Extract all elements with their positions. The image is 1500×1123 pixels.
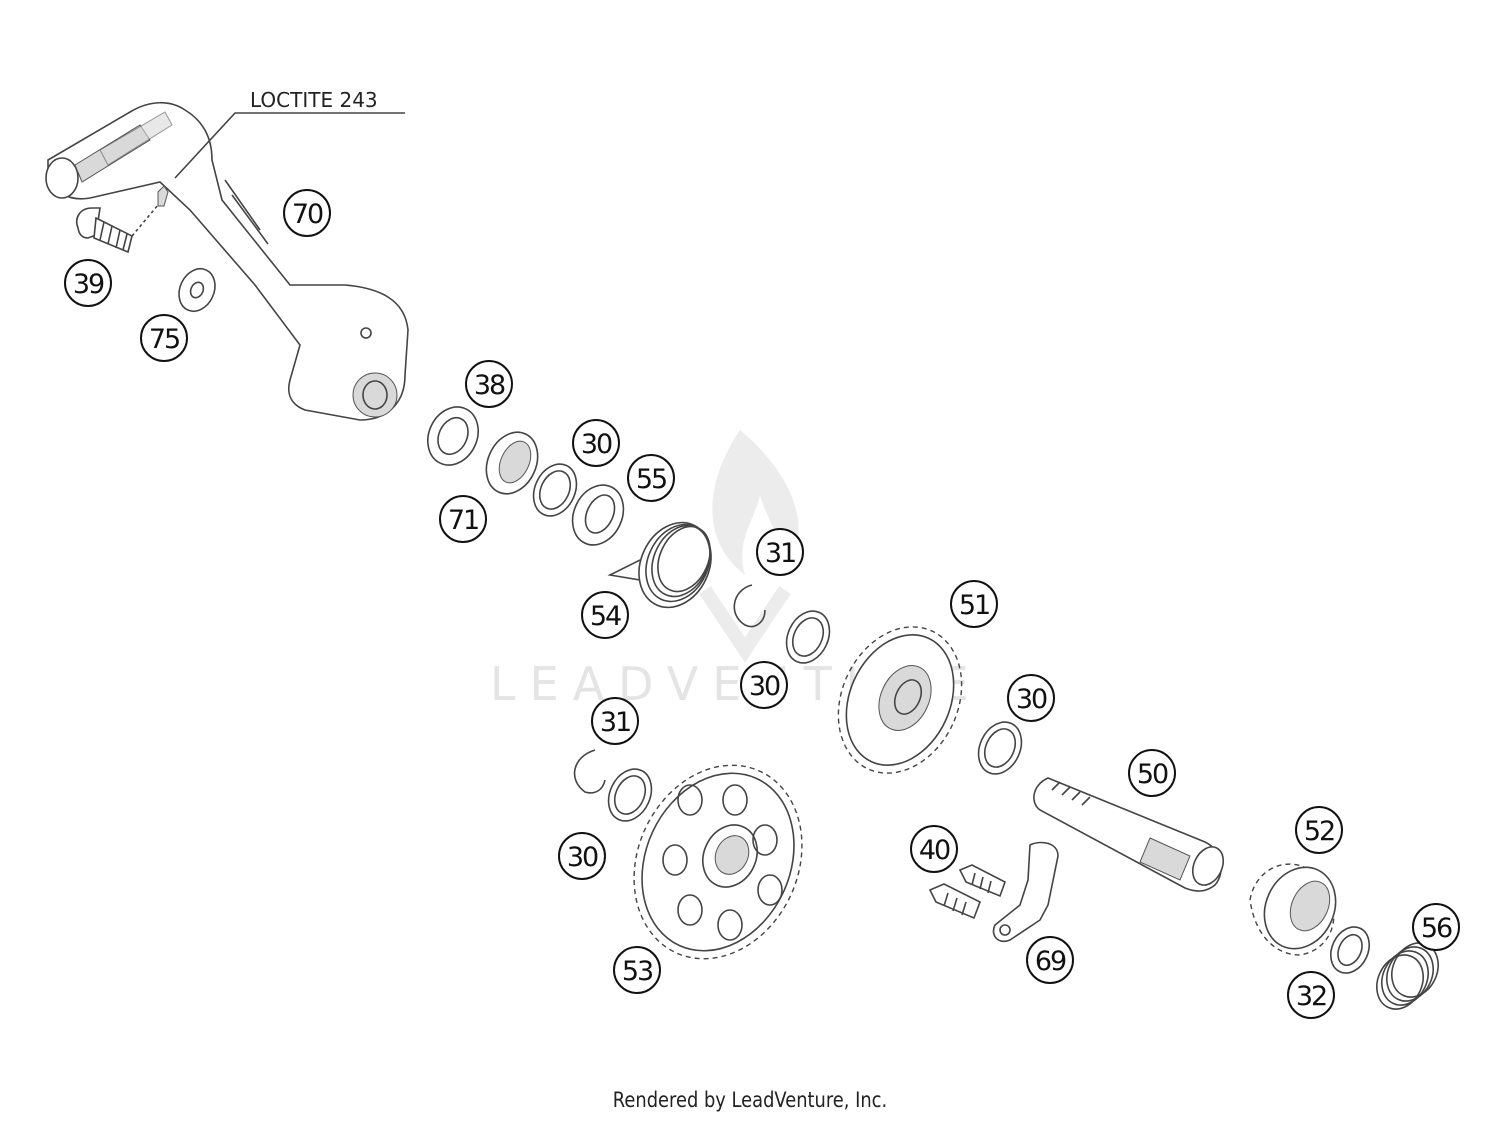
callout-30-mid: 30 <box>740 661 788 709</box>
thrust-washer-part-b <box>785 610 831 664</box>
loctite-note-text: LOCTITE 243 <box>250 88 378 112</box>
callout-71: 71 <box>439 495 487 543</box>
svg-text:50: 50 <box>1137 759 1168 790</box>
svg-text:30: 30 <box>1016 684 1047 715</box>
callout-70: 70 <box>283 189 331 237</box>
svg-text:55: 55 <box>636 464 666 495</box>
ratchet-part <box>1249 863 1337 956</box>
kickstarter-shaft-part <box>1033 777 1225 892</box>
callout-69: 69 <box>1026 936 1074 984</box>
svg-text:32: 32 <box>1296 981 1326 1012</box>
svg-text:39: 39 <box>73 269 104 300</box>
circlip-part-b <box>573 749 606 794</box>
washer-part <box>178 268 216 312</box>
thrust-washer-part-c <box>977 721 1023 775</box>
callout-75: 75 <box>140 314 188 362</box>
callout-30-upper: 30 <box>572 419 620 467</box>
stop-plate-part <box>992 841 1059 943</box>
callout-54: 54 <box>581 591 629 639</box>
thrust-washer-part-a <box>532 463 578 517</box>
svg-text:69: 69 <box>1035 946 1066 977</box>
callout-30-lower: 30 <box>558 832 606 880</box>
callout-50: 50 <box>1128 749 1176 797</box>
svg-text:31: 31 <box>765 538 795 569</box>
callout-56: 56 <box>1412 903 1460 951</box>
seal-ring-part <box>427 406 479 466</box>
ratchet-spring-part <box>1376 942 1439 1010</box>
svg-text:30: 30 <box>749 671 780 702</box>
callout-51: 51 <box>950 580 998 628</box>
thrust-washer-part-d <box>607 768 653 822</box>
svg-text:56: 56 <box>1421 913 1452 944</box>
svg-text:70: 70 <box>292 199 323 230</box>
svg-text:54: 54 <box>590 601 621 632</box>
bolt-part-pair <box>928 864 1006 920</box>
svg-text:30: 30 <box>567 842 598 873</box>
intermediate-gear-part <box>633 764 803 960</box>
washer-part-small <box>1329 926 1371 974</box>
callout-39: 39 <box>64 259 112 307</box>
loctite-note: LOCTITE 243 <box>174 88 405 179</box>
svg-text:71: 71 <box>448 505 478 536</box>
callout-31-upper: 31 <box>756 528 804 576</box>
svg-text:38: 38 <box>474 370 505 401</box>
callout-bubbles: 70 39 75 38 30 55 71 31 54 51 30 30 31 3… <box>64 189 1460 1019</box>
svg-text:31: 31 <box>600 707 630 738</box>
svg-text:30: 30 <box>581 429 612 460</box>
callout-32: 32 <box>1287 971 1335 1019</box>
kick-gear-part <box>837 626 963 774</box>
svg-text:53: 53 <box>622 956 653 987</box>
callout-31-lower: 31 <box>591 697 639 745</box>
callout-30-right: 30 <box>1007 674 1055 722</box>
callout-38: 38 <box>465 360 513 408</box>
bushing-part <box>485 431 539 495</box>
callout-40: 40 <box>910 825 958 873</box>
svg-text:51: 51 <box>959 590 989 621</box>
svg-text:52: 52 <box>1304 816 1334 847</box>
callout-52: 52 <box>1295 806 1343 854</box>
callout-55: 55 <box>627 454 675 502</box>
circlip-part-a <box>733 584 766 628</box>
render-credit: Rendered by LeadVenture, Inc. <box>612 1088 888 1112</box>
spring-guide-part <box>571 484 625 546</box>
screw-part <box>76 204 159 254</box>
kick-lever-part <box>45 101 409 421</box>
svg-text:75: 75 <box>149 324 179 355</box>
svg-text:40: 40 <box>919 835 950 866</box>
callout-53: 53 <box>613 946 661 994</box>
kick-spring-part <box>607 521 712 609</box>
